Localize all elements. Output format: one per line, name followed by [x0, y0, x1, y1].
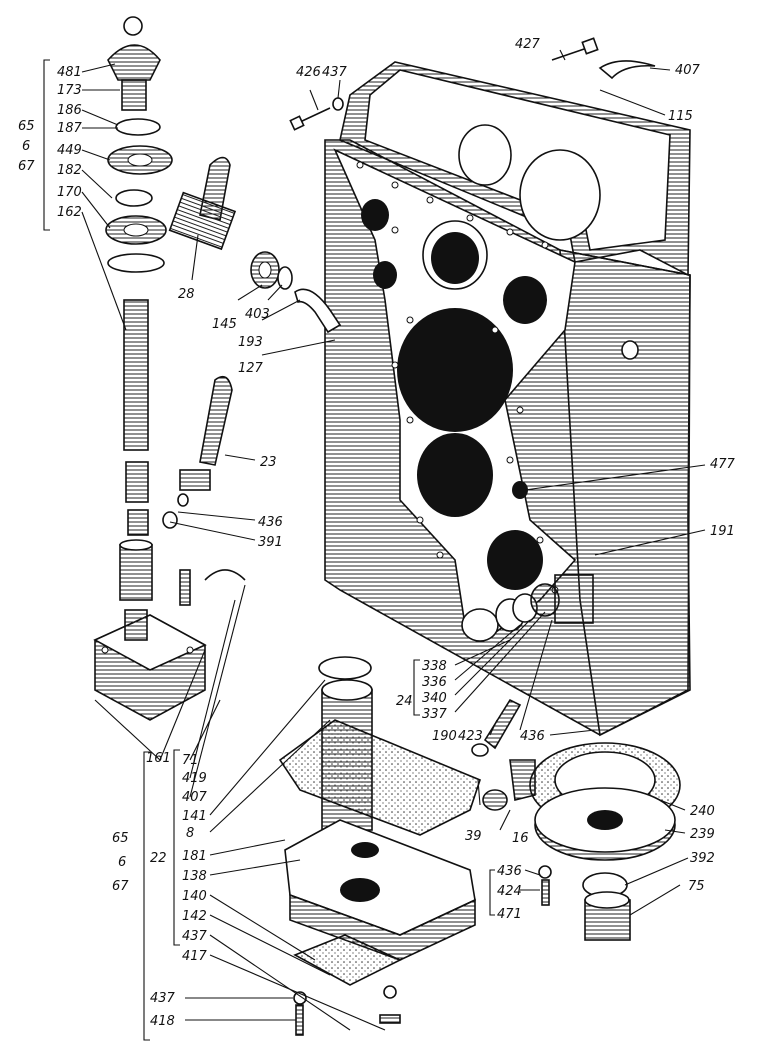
- label-71: 71: [182, 753, 199, 768]
- label-338: 338: [422, 659, 447, 674]
- label-65-top: 65: [18, 119, 35, 134]
- label-65-bottom: 65: [112, 831, 129, 846]
- label-16: 16: [512, 831, 529, 846]
- label-6-top: 6: [22, 139, 30, 154]
- label-190: 190: [432, 729, 457, 744]
- fittings: [471, 698, 552, 906]
- label-423: 423: [458, 729, 483, 744]
- label-407-top: 407: [675, 63, 701, 78]
- label-436-b: 436: [520, 729, 545, 744]
- label-145: 145: [212, 317, 237, 332]
- label-141: 141: [182, 809, 207, 824]
- bore-large: [397, 308, 513, 432]
- label-24: 24: [396, 694, 413, 709]
- leader-lines: [43, 49, 706, 1041]
- label-181: 181: [182, 849, 207, 864]
- label-437-mid: 437: [182, 929, 208, 944]
- shaft-assembly: [105, 16, 173, 601]
- label-240: 240: [690, 804, 715, 819]
- label-407-bottom: 407: [182, 790, 208, 805]
- cover-plate-assembly: [278, 656, 481, 1036]
- label-477: 477: [710, 457, 736, 472]
- label-28: 28: [178, 287, 195, 302]
- label-22: 22: [150, 851, 167, 866]
- label-403: 403: [245, 307, 270, 322]
- label-182: 182: [57, 163, 82, 178]
- label-437-bottom: 437: [150, 991, 176, 1006]
- pipe-193: [294, 288, 342, 334]
- label-471: 471: [497, 907, 522, 922]
- label-449: 449: [57, 143, 82, 158]
- part-labels: 481 173 186 187 449 182 170 162 65 6 67 …: [18, 37, 736, 1029]
- cotter-pin-407: [598, 60, 656, 80]
- elbow-fitting-28: [168, 156, 293, 290]
- label-426: 426: [296, 65, 321, 80]
- label-419: 419: [182, 771, 207, 786]
- label-173: 173: [57, 83, 82, 98]
- bore-lower: [417, 433, 493, 517]
- gearbox-housing: [324, 61, 691, 737]
- label-186: 186: [57, 103, 82, 118]
- label-161: 161: [146, 751, 171, 766]
- label-417: 417: [182, 949, 208, 964]
- label-67-top: 67: [18, 159, 35, 174]
- label-481: 481: [57, 65, 82, 80]
- label-391: 391: [258, 535, 283, 550]
- label-418: 418: [150, 1014, 175, 1029]
- label-39: 39: [465, 829, 482, 844]
- flange-239: [534, 787, 676, 861]
- label-424: 424: [497, 884, 522, 899]
- label-8: 8: [186, 826, 194, 841]
- label-392: 392: [690, 851, 715, 866]
- label-191: 191: [710, 524, 735, 539]
- label-127: 127: [238, 361, 264, 376]
- label-140: 140: [182, 889, 207, 904]
- label-170: 170: [57, 185, 82, 200]
- label-6-bottom: 6: [118, 855, 126, 870]
- label-75: 75: [688, 879, 705, 894]
- label-142: 142: [182, 909, 207, 924]
- label-187: 187: [57, 121, 83, 136]
- label-115: 115: [668, 109, 693, 124]
- label-427: 427: [515, 37, 541, 52]
- label-138: 138: [182, 869, 207, 884]
- label-437-top: 437: [322, 65, 348, 80]
- seal-stack: [461, 574, 594, 642]
- label-23: 23: [260, 455, 277, 470]
- pump-body: [93, 569, 246, 721]
- bolt-426: [289, 97, 344, 131]
- lever-23: [162, 375, 233, 529]
- label-340: 340: [422, 691, 447, 706]
- label-436-a: 436: [258, 515, 283, 530]
- label-336: 336: [422, 675, 447, 690]
- plug-75: [584, 891, 631, 941]
- bolt-427: [551, 37, 599, 61]
- label-337: 337: [422, 707, 448, 722]
- label-436-c: 436: [497, 864, 522, 879]
- label-162: 162: [57, 205, 82, 220]
- label-193: 193: [238, 335, 263, 350]
- label-67-bottom: 67: [112, 879, 129, 894]
- label-239: 239: [690, 827, 715, 842]
